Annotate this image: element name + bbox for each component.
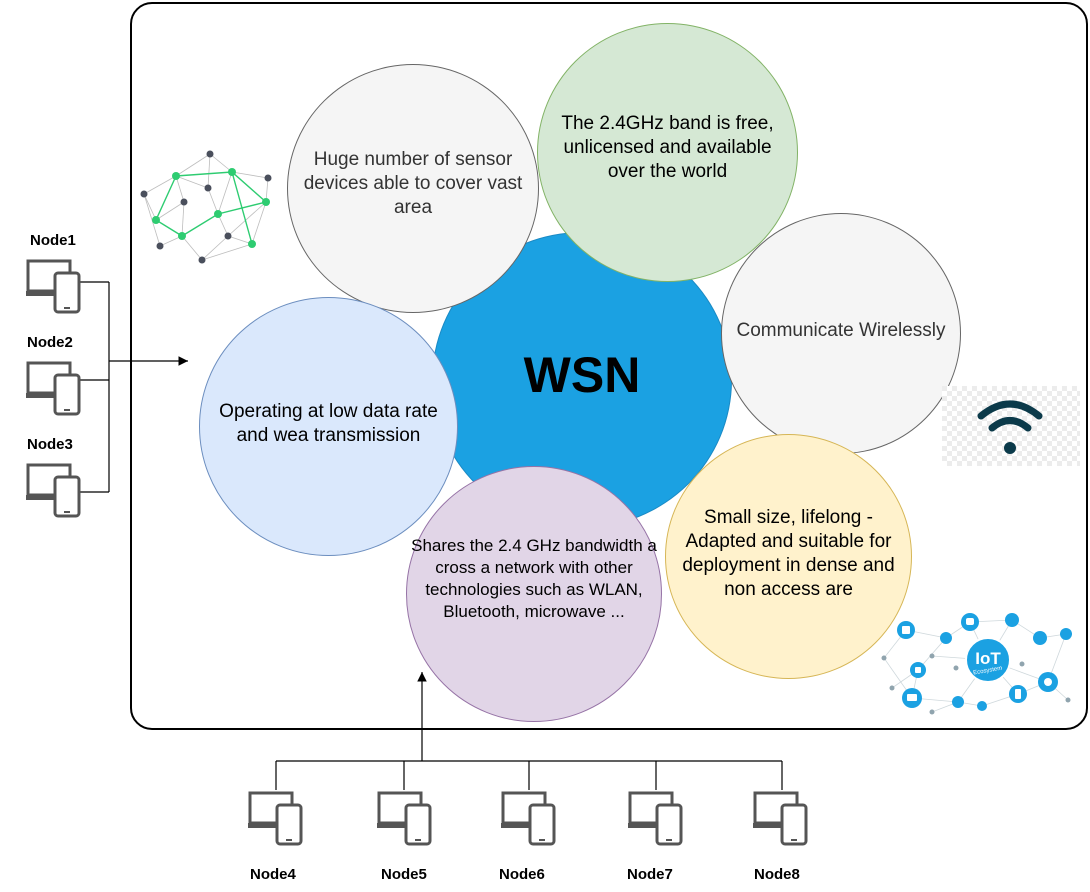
iot-ecosystem-icon: IoT Ecosystem: [881, 613, 1072, 715]
node-label-6: Node6: [499, 866, 545, 883]
node-label-7: Node7: [627, 866, 673, 883]
node-label-1: Node1: [30, 232, 76, 249]
device-icon: [377, 791, 432, 846]
left-node-bracket: [80, 281, 110, 493]
bottom-node-bracket: [275, 760, 783, 790]
node-label-3: Node3: [27, 436, 73, 453]
sensors-circle: Huge number of sensor devices able to co…: [287, 64, 539, 313]
device-icon: [248, 791, 303, 846]
low-rate-circle: Operating at low data rate and wea trans…: [199, 297, 458, 556]
device-icon: [501, 791, 556, 846]
band-text: The 2.4GHz band is free, unlicensed and …: [561, 112, 774, 182]
device-icon: [26, 259, 81, 314]
iot-subtitle: Ecosystem: [973, 666, 1003, 677]
small-size-text: Small size, lifelong - Adapted and suita…: [682, 506, 895, 600]
wifi-icon: [942, 386, 1080, 466]
device-icon: [753, 791, 808, 846]
shares-circle: Shares the 2.4 GHz bandwidth a cross a n…: [406, 466, 662, 722]
shares-text: Shares the 2.4 GHz bandwidth a cross a n…: [411, 536, 657, 621]
node-label-5: Node5: [381, 866, 427, 883]
low-rate-text: Operating at low data rate and wea trans…: [219, 400, 438, 446]
wireless-text: Communicate Wirelessly: [736, 319, 946, 341]
wireless-circle: Communicate Wirelessly: [721, 213, 961, 454]
device-icon: [26, 463, 81, 518]
node-label-8: Node8: [754, 866, 800, 883]
device-icon: [26, 361, 81, 416]
iot-title: IoT: [975, 649, 1001, 668]
node-label-4: Node4: [250, 866, 296, 883]
device-icon: [628, 791, 683, 846]
wsn-label: WSN: [523, 347, 641, 403]
small-size-circle: Small size, lifelong - Adapted and suita…: [665, 434, 912, 679]
node-label-2: Node2: [27, 334, 73, 351]
sensors-text: Huge number of sensor devices able to co…: [303, 148, 523, 218]
band-circle: The 2.4GHz band is free, unlicensed and …: [537, 23, 798, 282]
sensor-network-icon: [140, 150, 272, 264]
